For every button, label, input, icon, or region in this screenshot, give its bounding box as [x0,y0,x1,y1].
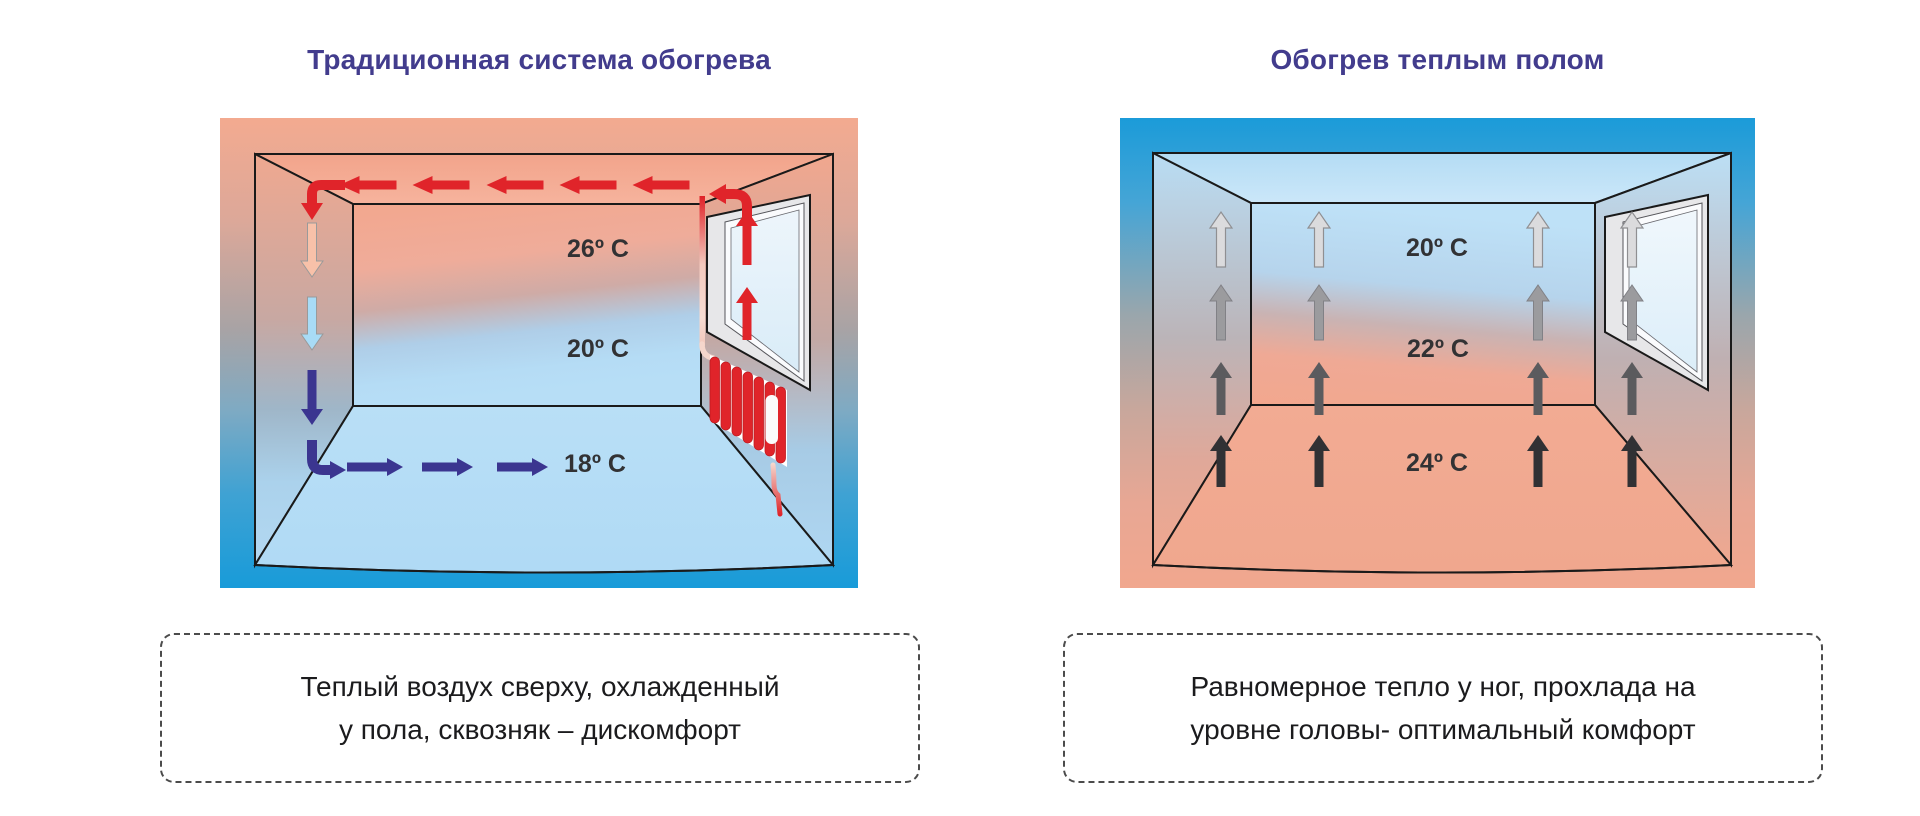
underfloor-heating-room-diagram: 20º C 22º C 24º C [1120,118,1755,588]
cold-down-arrow [301,370,323,425]
caption-line: уровне головы- оптимальный комфорт [1190,714,1696,745]
caption-line: Равномерное тепло у ног, прохлада на [1190,671,1696,702]
ceiling-airflow-arrows [301,176,690,220]
rising-air-arrows-row-upper-mid [1209,284,1644,341]
temp-label-upper: 20º C [1406,234,1468,262]
underfloor-heating-caption: Равномерное тепло у ног, прохлада на уро… [1063,633,1823,783]
temp-label-upper: 26º C [567,235,629,263]
caption-line: Теплый воздух сверху, охлажденный [300,671,780,702]
caption-line: у пола, сквозняк – дискомфорт [338,714,742,745]
window-updraft-arrows [709,184,758,340]
radiator-return-pipe [770,462,783,517]
back-wall [352,203,702,407]
rising-air-arrows-row-lower-mid [1210,362,1643,415]
temp-label-middle: 20º C [567,335,629,363]
underfloor-heating-title: Обогрев теплым полом [1270,44,1605,75]
temp-label-lower: 18º C [564,450,626,478]
rising-air-arrows-row-top [1208,210,1645,268]
temp-label-lower: 24º C [1406,449,1468,477]
radiator [709,355,787,467]
room-front-frame [254,153,834,574]
cool-down-arrow [300,296,324,351]
cooling-downdraft-arrows [300,222,324,425]
traditional-heating-caption: Теплый воздух сверху, охлажденный у пола… [160,633,920,783]
traditional-heating-title: Традиционная система обогрева [307,44,771,75]
warm-down-arrow [300,222,324,278]
traditional-heating-room-diagram: 26º C 20º C 18º C [220,118,858,588]
rising-air-arrows-row-floor [1210,435,1643,487]
temp-label-middle: 22º C [1407,335,1469,363]
floor-draft-arrows [307,440,548,479]
radiator-highlight [765,395,778,444]
room-front-frame [1152,152,1732,574]
